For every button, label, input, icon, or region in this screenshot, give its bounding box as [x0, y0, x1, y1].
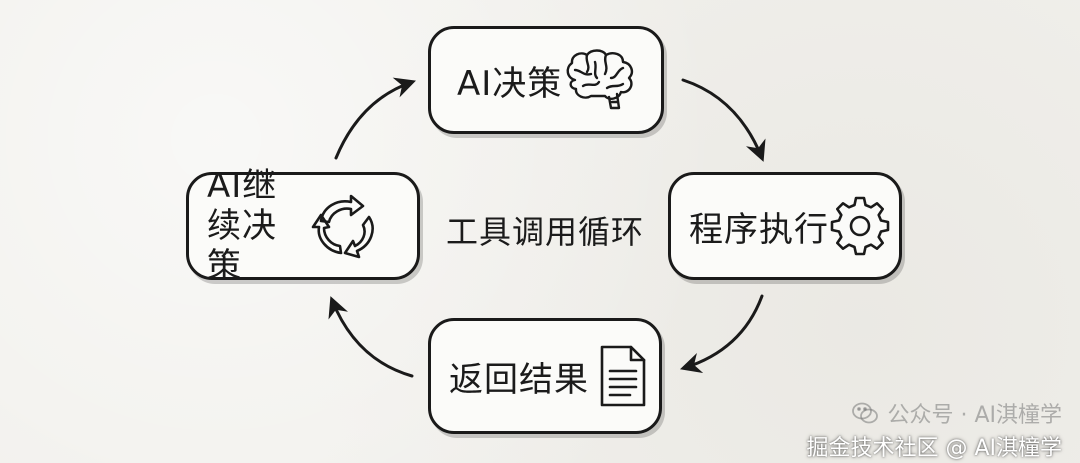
gear-icon: [829, 195, 891, 257]
node-ai-decision: AI决策: [428, 26, 664, 134]
document-icon: [597, 344, 649, 408]
juejin-watermark: 掘金技术社区 @ AI淇橦学: [806, 436, 1062, 461]
node-ai-continue-decision-label: AI继续决策: [207, 166, 278, 286]
cycle-arrows-icon: [307, 191, 383, 261]
arrow-execution-to-return: [679, 294, 764, 374]
node-ai-decision-label: AI决策: [457, 63, 563, 104]
wechat-watermark: 公众号 · AI淇橦学: [806, 398, 1062, 428]
node-ai-continue-decision: AI继续决策: [186, 166, 420, 286]
node-program-execution: 程序执行: [668, 172, 902, 280]
brain-icon: [561, 48, 641, 112]
node-program-execution-label: 程序执行: [689, 209, 829, 250]
wechat-icon: [852, 402, 879, 424]
node-return-result-label: 返回结果: [449, 359, 589, 400]
node-return-result: 返回结果: [428, 318, 662, 434]
wechat-watermark-text: 公众号 · AI淇橦学: [887, 403, 1062, 428]
arrow-continue-to-decision: [334, 77, 416, 160]
watermark: 公众号 · AI淇橦学 掘金技术社区 @ AI淇橦学: [806, 398, 1062, 462]
arrow-decision-to-execution: [681, 78, 766, 162]
arrow-return-to-continue: [328, 296, 414, 378]
diagram-title: 工具调用循环: [446, 213, 645, 251]
